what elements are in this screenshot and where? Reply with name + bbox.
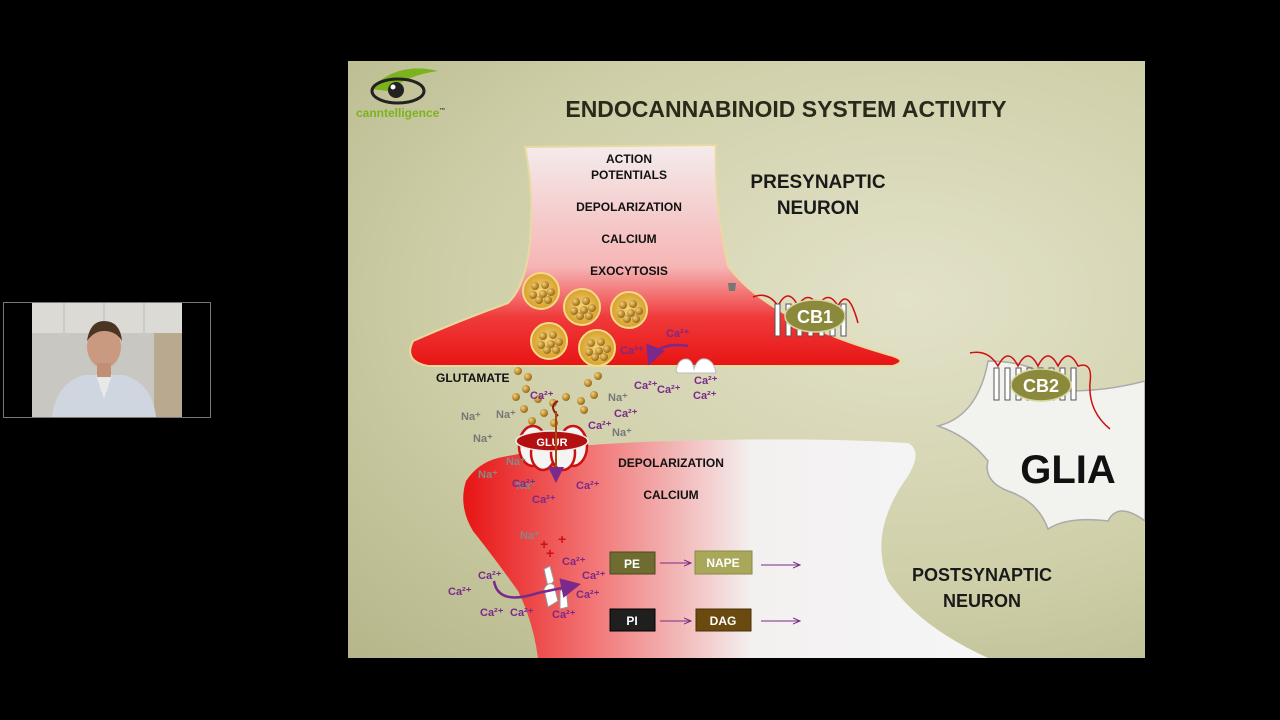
transmembrane-helix <box>1070 367 1077 401</box>
ion-label: Ca²⁺ <box>657 384 681 396</box>
ion-label: Ca²⁺ <box>634 380 658 392</box>
svg-text:+: + <box>546 545 554 561</box>
slide-title: ENDOCANNABINOID SYSTEM ACTIVITY <box>565 96 1006 122</box>
glutamate-molecule <box>594 372 602 380</box>
transmembrane-helix <box>993 367 1000 401</box>
slide: canntelligence™ ENDOCANNABINOID SYSTEM A… <box>348 61 1145 658</box>
pre-step-potentials: POTENTIALS <box>591 168 667 182</box>
presenter-video-icon <box>32 303 182 417</box>
glur-receptor: GLUR <box>515 400 589 483</box>
ion-label: Ca²⁺ <box>620 345 644 357</box>
ion-label: Ca²⁺ <box>562 556 586 568</box>
ion-label: Ca²⁺ <box>530 390 554 402</box>
glutamate-label: GLUTAMATE <box>436 371 510 385</box>
glutamate-molecule <box>528 417 536 425</box>
postsynaptic-neuron <box>463 439 988 658</box>
postsynaptic-label-line2: NEURON <box>943 591 1021 611</box>
glia-label: GLIA <box>1020 448 1116 492</box>
vesicle <box>563 288 601 326</box>
glutamate-molecule <box>562 393 570 401</box>
ion-label: Ca²⁺ <box>478 570 502 582</box>
glutamate-molecule <box>580 406 588 414</box>
pathway-nape: NAPE <box>706 556 739 570</box>
glutamate-molecule <box>549 399 557 407</box>
pre-step-exocytosis: EXOCYTOSIS <box>590 264 668 278</box>
ion-label: Ca²⁺ <box>576 589 600 601</box>
cb1-receptor: CB1 <box>752 294 859 337</box>
ion-label: Na⁺ <box>520 530 540 542</box>
ion-label: Ca²⁺ <box>666 328 690 340</box>
vesicle <box>522 272 560 310</box>
glutamate-molecule <box>584 379 592 387</box>
ion-label: Ca²⁺ <box>532 494 556 506</box>
glutamate-molecule <box>520 405 528 413</box>
ion-label: Ca²⁺ <box>694 375 718 387</box>
glutamate-molecule <box>522 385 530 393</box>
post-step-calcium: CALCIUM <box>643 488 698 502</box>
ion-label: Na⁺ <box>608 392 628 404</box>
endocannabinoid-diagram: canntelligence™ ENDOCANNABINOID SYSTEM A… <box>356 68 1145 658</box>
ion-label: Ca²⁺ <box>448 586 472 598</box>
pre-step-depolarization: DEPOLARIZATION <box>576 200 682 214</box>
pre-step-action: ACTION <box>606 152 652 166</box>
glutamate-molecule <box>512 393 520 401</box>
ion-label: Ca²⁺ <box>512 478 536 490</box>
presynaptic-label-line1: PRESYNAPTIC <box>750 172 885 193</box>
pathway-pi-dag: PI DAG <box>609 608 800 632</box>
ion-label: Na⁺ <box>478 469 498 481</box>
presynaptic-label-line2: NEURON <box>777 198 859 219</box>
presenter-webcam <box>3 302 211 418</box>
pre-step-calcium: CALCIUM <box>601 232 656 246</box>
ion-label: Ca²⁺ <box>480 607 504 619</box>
svg-text:+: + <box>558 531 566 547</box>
ion-label: Ca²⁺ <box>552 609 576 621</box>
vesicle <box>530 322 568 360</box>
ion-label: Ca²⁺ <box>576 480 600 492</box>
ion-label: Ca²⁺ <box>510 607 534 619</box>
channel-icon <box>728 283 736 291</box>
ion-label: Ca²⁺ <box>582 570 606 582</box>
glia-cell: GLIA <box>935 360 1145 531</box>
glutamate-molecule <box>540 409 548 417</box>
pathway-pe: PE <box>624 557 640 571</box>
postsynaptic-label-line1: POSTSYNAPTIC <box>912 565 1052 585</box>
transmembrane-helix <box>774 303 781 337</box>
vesicle <box>578 329 616 367</box>
glutamate-molecules <box>512 367 602 427</box>
glur-label: GLUR <box>536 437 567 449</box>
ion-label: Na⁺ <box>461 411 481 423</box>
ion-labels: Na⁺Na⁺Na⁺Na⁺Na⁺Na⁺Na⁺Na⁺Na⁺Ca²⁺Ca²⁺Ca²⁺C… <box>448 328 718 621</box>
ion-label: Na⁺ <box>496 409 516 421</box>
postsynaptic-calcium-channel <box>492 565 581 610</box>
vesicle <box>610 291 648 329</box>
cb2-label: CB2 <box>1023 376 1059 396</box>
transmembrane-helix <box>1004 367 1011 401</box>
glutamate-molecule <box>577 397 585 405</box>
ion-label: Ca²⁺ <box>693 390 717 402</box>
pathway-pi: PI <box>626 614 637 628</box>
ion-label: Na⁺ <box>612 427 632 439</box>
glutamate-molecule <box>590 391 598 399</box>
ion-label: Na⁺ <box>473 433 493 445</box>
glutamate-molecule <box>524 373 532 381</box>
positive-charge-icons: +++ <box>540 531 566 561</box>
ion-label: Na⁺ <box>506 456 526 468</box>
pathway-pe-nape: PE NAPE <box>609 550 800 575</box>
ion-label: Ca²⁺ <box>614 408 638 420</box>
glutamate-molecule <box>534 395 542 403</box>
presynaptic-calcium-channel <box>646 343 717 374</box>
ion-label: Ca²⁺ <box>588 420 612 432</box>
cb1-label: CB1 <box>797 307 833 327</box>
synaptic-vesicles <box>522 272 648 367</box>
glutamate-molecule <box>514 367 522 375</box>
cb2-receptor: CB2 <box>969 351 1111 430</box>
eye-logo-icon <box>370 68 438 105</box>
pathway-dag: DAG <box>710 614 737 628</box>
svg-text:+: + <box>540 536 548 552</box>
post-step-depolarization: DEPOLARIZATION <box>618 456 724 470</box>
ion-label: Na⁺ <box>516 480 536 492</box>
logo-text: canntelligence™ <box>356 106 445 120</box>
